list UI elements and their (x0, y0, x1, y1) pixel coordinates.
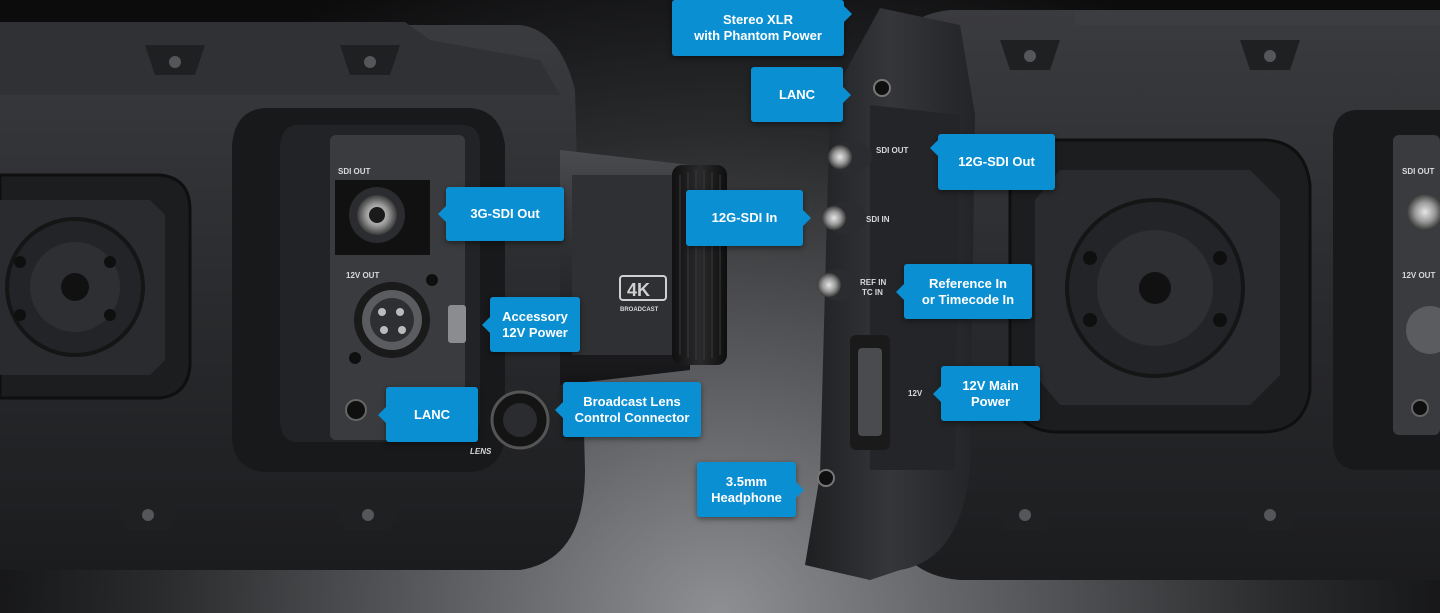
label-left-sdi-out: SDI OUT (338, 167, 371, 176)
callout-main-power-line1: 12V Main (962, 377, 1019, 393)
callout-broadcast-lens-connector: Broadcast Lens Control Connector (555, 382, 701, 437)
callout-main-power-line2: Power (970, 393, 1010, 409)
callout-headphone: 3.5mm Headphone (697, 462, 804, 517)
label-right-sdi-out: SDI OUT (876, 146, 909, 155)
callout-12g-in-line1: 12G-SDI In (711, 210, 778, 225)
label-lens: LENS (470, 447, 492, 456)
label-far-12v-out: 12V OUT (1402, 271, 1435, 280)
lens-mount (560, 150, 727, 385)
callout-ref-line2: or Timecode In (921, 291, 1015, 307)
callout-ref-line1: Reference In (928, 275, 1008, 291)
label-right-ref-in: REF IN (860, 278, 886, 287)
label-far-sdi-out: SDI OUT (1402, 167, 1435, 176)
label-4k-badge: 4K (627, 280, 650, 300)
label-right-12v: 12V (908, 389, 923, 398)
callout-3g-sdi-out-line1: 3G-SDI Out (470, 206, 540, 221)
callout-stereo-xlr: Stereo XLR with Phantom Power (672, 0, 852, 56)
callout-12g-sdi-out: 12G-SDI Out (930, 134, 1055, 190)
callout-lens-line1: Broadcast Lens (583, 393, 681, 409)
callout-lens-line2: Control Connector (574, 409, 690, 425)
callout-lanc-right: LANC (751, 67, 851, 122)
callout-lanc-left: LANC (378, 387, 478, 442)
callout-lanc-right-line1: LANC (778, 86, 816, 102)
label-left-12v-out: 12V OUT (346, 271, 379, 280)
callout-12g-out-line1: 12G-SDI Out (958, 154, 1035, 169)
label-right-tc-in: TC IN (862, 288, 883, 297)
callout-accessory-line1: Accessory (502, 308, 568, 324)
callout-reference-in: Reference In or Timecode In (896, 264, 1032, 319)
callout-3g-sdi-out: 3G-SDI Out (438, 187, 564, 241)
label-broadcast-badge: BROADCAST (620, 307, 659, 313)
callout-12v-main-power: 12V Main Power (933, 366, 1040, 421)
label-right-sdi-in: SDI IN (866, 215, 890, 224)
callout-lanc-left-line1: LANC (413, 406, 451, 422)
callout-headphone-line2: Headphone (711, 489, 782, 505)
callout-accessory-line2: 12V Power (502, 324, 568, 340)
callout-xlr-line2: with Phantom Power (694, 28, 822, 43)
callout-12g-sdi-in: 12G-SDI In (686, 190, 811, 246)
callout-xlr-line1: Stereo XLR (722, 12, 794, 27)
left-camera-body (0, 22, 585, 570)
callout-headphone-line1: 3.5mm (725, 473, 768, 489)
callout-accessory-12v-power: Accessory 12V Power (482, 297, 580, 352)
